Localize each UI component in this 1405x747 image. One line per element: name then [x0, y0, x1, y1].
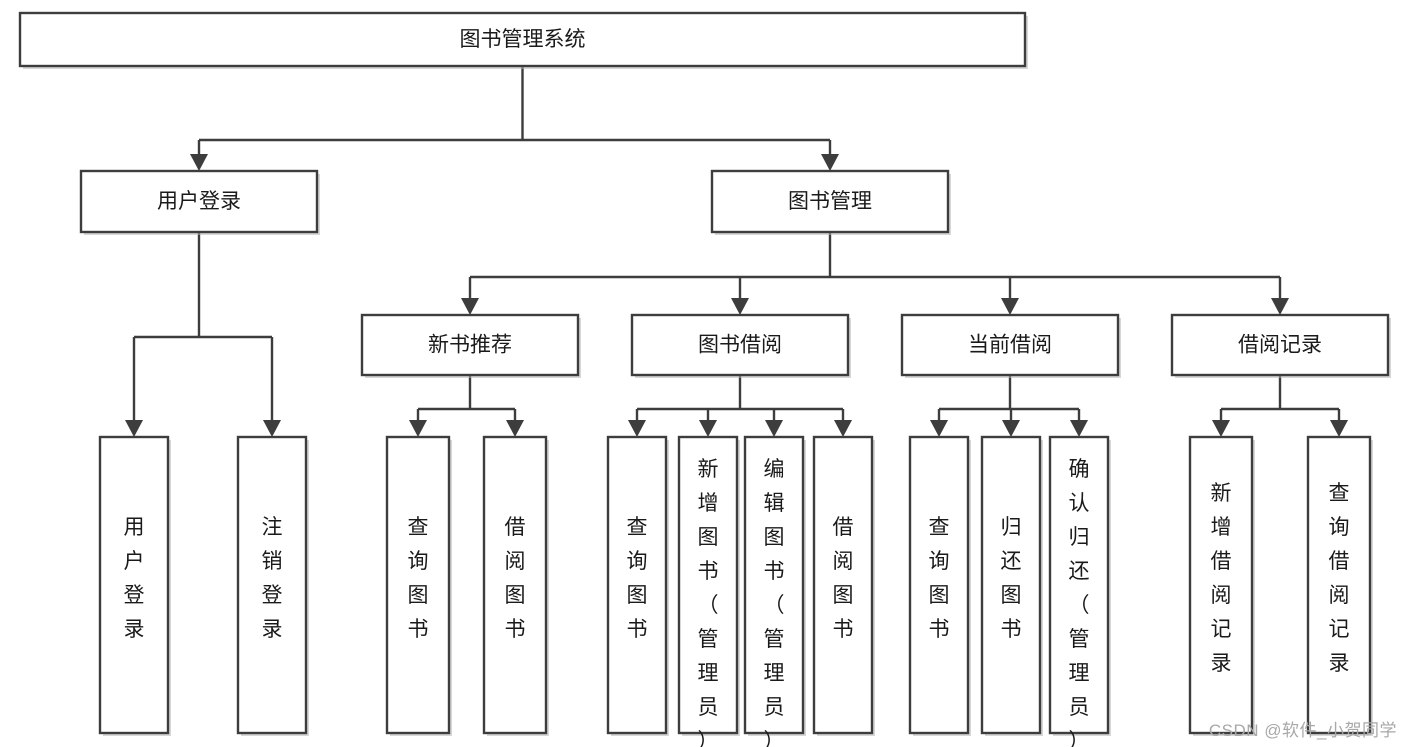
- node-label: 查询图书: [627, 516, 648, 641]
- arrow-head-icon: [1001, 298, 1019, 315]
- arrow-head-icon: [628, 420, 646, 437]
- node-label: 编辑图书（管理员）: [764, 458, 785, 747]
- node-leaf-query-book-3[interactable]: 查询图书: [908, 435, 971, 736]
- node-layer: 图书管理系统用户登录图书管理新书推荐图书借阅当前借阅借阅记录用户登录注销登录查询…: [18, 11, 1391, 747]
- connector-group-user-login: [125, 232, 281, 437]
- arrow-head-icon: [765, 420, 783, 437]
- arrow-head-icon: [461, 298, 479, 315]
- arrow-head-icon: [821, 154, 839, 171]
- node-leaf-confirm-return[interactable]: 确认归还（管理员）: [1048, 435, 1111, 747]
- connector-group-borrow-record: [1212, 375, 1348, 437]
- node-label: 借阅图书: [833, 516, 854, 641]
- node-label: 注销登录: [262, 516, 283, 641]
- node-label: 查询图书: [408, 516, 429, 641]
- arrow-head-icon: [263, 420, 281, 437]
- node-user-login[interactable]: 用户登录: [79, 169, 320, 235]
- node-leaf-add-book[interactable]: 新增图书（管理员）: [677, 435, 740, 747]
- node-new-book-rec[interactable]: 新书推荐: [360, 313, 581, 378]
- arrow-head-icon: [731, 298, 749, 315]
- node-leaf-query-book-2[interactable]: 查询图书: [606, 435, 669, 736]
- node-label: 用户登录: [124, 516, 145, 641]
- connector-layer: [125, 66, 1348, 437]
- arrow-head-icon: [190, 154, 208, 171]
- node-leaf-add-record[interactable]: 新增借阅记录: [1188, 435, 1255, 736]
- node-label: 确认归还（管理员）: [1069, 458, 1090, 747]
- arrow-head-icon: [1070, 420, 1088, 437]
- node-leaf-borrow-book-1[interactable]: 借阅图书: [482, 435, 549, 736]
- node-book-borrow[interactable]: 图书借阅: [630, 313, 851, 378]
- connector-group-current-borrow: [930, 375, 1088, 437]
- node-label: 用户登录: [157, 190, 241, 213]
- node-label: 归还图书: [1001, 516, 1022, 641]
- node-root-system[interactable]: 图书管理系统: [18, 11, 1028, 69]
- arrow-head-icon: [409, 420, 427, 437]
- node-leaf-query-record[interactable]: 查询借阅记录: [1306, 435, 1373, 736]
- node-label: 新增图书（管理员）: [698, 458, 719, 747]
- node-label: 借阅图书: [505, 516, 526, 641]
- arrow-head-icon: [1212, 420, 1230, 437]
- arrow-head-icon: [699, 420, 717, 437]
- node-leaf-user-logout[interactable]: 注销登录: [236, 435, 309, 736]
- node-label: 图书借阅: [698, 334, 782, 357]
- node-leaf-query-book-1[interactable]: 查询图书: [385, 435, 452, 736]
- node-label: 图书管理: [788, 190, 872, 213]
- connector-group-book-manage: [461, 232, 1289, 315]
- node-borrow-record[interactable]: 借阅记录: [1170, 313, 1391, 378]
- node-leaf-borrow-book-2[interactable]: 借阅图书: [812, 435, 875, 736]
- arrow-head-icon: [1002, 420, 1020, 437]
- node-current-borrow[interactable]: 当前借阅: [900, 313, 1121, 378]
- connector-group-new-book-rec: [409, 375, 524, 437]
- arrow-head-icon: [506, 420, 524, 437]
- connector-group-book-borrow: [628, 375, 852, 437]
- node-label: 图书管理系统: [460, 28, 586, 51]
- node-label: 查询借阅记录: [1329, 482, 1350, 675]
- node-label: 借阅记录: [1238, 334, 1322, 357]
- connector-group-root: [190, 66, 839, 171]
- arrow-head-icon: [834, 420, 852, 437]
- arrow-head-icon: [1330, 420, 1348, 437]
- arrow-head-icon: [1271, 298, 1289, 315]
- node-label: 查询图书: [929, 516, 950, 641]
- node-book-manage[interactable]: 图书管理: [710, 169, 951, 235]
- node-leaf-edit-book[interactable]: 编辑图书（管理员）: [743, 435, 806, 747]
- node-label: 新书推荐: [428, 334, 512, 357]
- node-leaf-return-book[interactable]: 归还图书: [980, 435, 1043, 736]
- node-label: 新增借阅记录: [1211, 482, 1232, 675]
- arrow-head-icon: [125, 420, 143, 437]
- node-leaf-user-login[interactable]: 用户登录: [98, 435, 171, 736]
- node-label: 当前借阅: [968, 334, 1052, 357]
- arrow-head-icon: [930, 420, 948, 437]
